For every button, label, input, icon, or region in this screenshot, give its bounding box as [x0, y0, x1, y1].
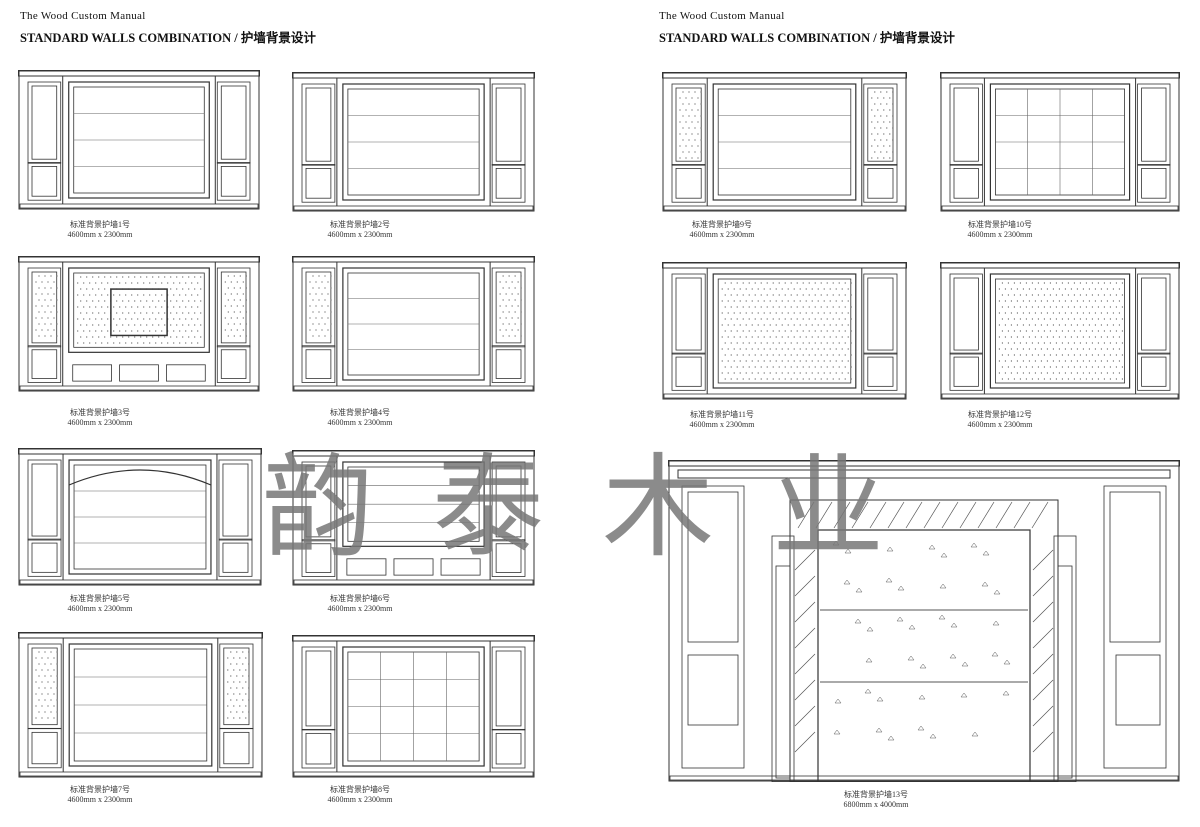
watermark: 韵泰木业: [262, 443, 942, 573]
wall-lines: [18, 256, 260, 392]
wall-lines: [292, 450, 535, 586]
wall-drawing: [292, 72, 535, 212]
wall-drawing: [292, 256, 535, 392]
wall-name: 标准背景护墙7号: [70, 785, 130, 794]
wall-name: 标准背景护墙1号: [70, 220, 130, 229]
wall-name: 标准背景护墙6号: [330, 594, 390, 603]
wall-name: 标准背景护墙2号: [330, 220, 390, 229]
manual-name: The Wood Custom Manual: [659, 10, 785, 22]
wall-lines: [18, 70, 260, 210]
wall-size: 6800mm x 4000mm: [843, 800, 909, 809]
wall-size: 4600mm x 2300mm: [67, 230, 133, 239]
wall-lines: [292, 72, 535, 212]
wall-lines: [940, 262, 1180, 400]
wall-lines: [18, 448, 262, 586]
wall-name: 标准背景护墙11号: [690, 410, 754, 419]
wall-drawing: [18, 70, 260, 210]
wall-drawing: [18, 448, 262, 586]
wall-lines: [18, 632, 263, 778]
wall-lines: [292, 256, 535, 392]
wall-size: 4600mm x 2300mm: [327, 230, 393, 239]
wall-drawing: [292, 635, 535, 778]
wall-lines: [668, 460, 1180, 782]
wall-drawing: [662, 72, 907, 212]
wall-lines: [292, 635, 535, 778]
wall-name: 标准背景护墙10号: [968, 220, 1032, 229]
wall-drawing: [662, 262, 907, 400]
wall-drawing: [18, 632, 263, 778]
wall-size: 4600mm x 2300mm: [67, 795, 133, 804]
wall-size: 4600mm x 2300mm: [967, 230, 1033, 239]
page-title: STANDARD WALLS COMBINATION / 护墙背景设计: [20, 31, 316, 45]
wall-drawing: [18, 256, 260, 392]
wall-size: 4600mm x 2300mm: [327, 604, 393, 613]
wall-name: 标准背景护墙9号: [692, 220, 752, 229]
wall-lines: [940, 72, 1180, 212]
wall-name: 标准背景护墙5号: [70, 594, 130, 603]
wall-drawing: [668, 460, 1180, 782]
wall-name: 标准背景护墙13号: [844, 790, 908, 799]
wall-drawing: [940, 72, 1180, 212]
wall-lines: [662, 262, 907, 400]
wall-lines: [662, 72, 907, 212]
wall-drawing: [940, 262, 1180, 400]
wall-name: 标准背景护墙8号: [330, 785, 390, 794]
page-title: STANDARD WALLS COMBINATION / 护墙背景设计: [659, 31, 955, 45]
wall-size: 4600mm x 2300mm: [689, 420, 755, 429]
wall-name: 标准背景护墙3号: [70, 408, 130, 417]
manual-name: The Wood Custom Manual: [20, 10, 146, 22]
wall-size: 4600mm x 2300mm: [67, 418, 133, 427]
wall-size: 4600mm x 2300mm: [967, 420, 1033, 429]
wall-size: 4600mm x 2300mm: [67, 604, 133, 613]
wall-size: 4600mm x 2300mm: [689, 230, 755, 239]
wall-name: 标准背景护墙4号: [330, 408, 390, 417]
wall-name: 标准背景护墙12号: [968, 410, 1032, 419]
wall-size: 4600mm x 2300mm: [327, 795, 393, 804]
wall-size: 4600mm x 2300mm: [327, 418, 393, 427]
wall-drawing: [292, 450, 535, 586]
